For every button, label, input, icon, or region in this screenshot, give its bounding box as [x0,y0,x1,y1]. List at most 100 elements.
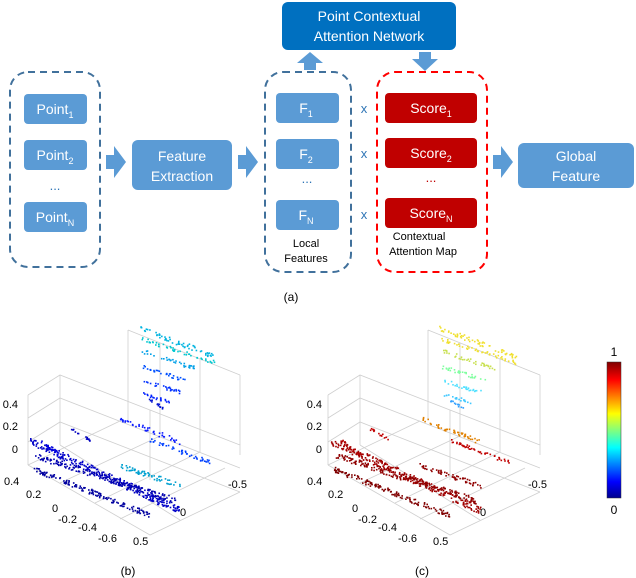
cloud-point [151,475,153,477]
cloud-point [167,505,169,507]
cloud-point [409,477,412,480]
cloud-point [418,479,421,482]
cloud-point [346,476,349,479]
cloud-point [130,484,133,487]
cloud-point [460,335,463,337]
cloud-point [47,449,49,451]
cloud-point [471,376,473,378]
cloud-point [205,359,207,362]
cloud-point [208,459,210,462]
cloud-point [477,512,480,514]
global-feature-line2: Feature [552,168,600,184]
cloud-point [119,477,121,480]
score-2: Score2 [385,138,477,168]
cloud-point [173,361,175,363]
cloud-point [132,505,135,508]
cloud-point [175,390,178,392]
attention-map-group [376,71,488,273]
cloud-point [483,342,486,344]
cloud-point [103,473,106,476]
cloud-point [375,463,378,465]
cloud-point [381,488,384,491]
cloud-point [423,483,425,485]
cloud-point [338,470,340,473]
cloud-point [138,471,140,474]
cloud-point [394,473,396,475]
cloud-point [99,476,102,479]
cloud-point [69,458,71,461]
cloud-point [151,492,153,494]
cloud-point [77,432,80,435]
cloud-point [160,357,163,360]
cloud-point [82,490,84,492]
cloud-point [116,501,118,504]
cloud-point [477,510,480,513]
cloud-point [433,485,435,487]
cloud-point [387,489,390,492]
cloud-point [467,345,469,348]
cloud-point [445,367,448,370]
cloud-point [400,474,402,476]
cloud-point [140,326,142,329]
cloud-point [454,478,456,480]
cloud-point [193,367,195,370]
cloud-point [379,466,382,469]
cloud-point [441,487,443,489]
cloud-point [447,383,450,385]
cloud-point [441,513,444,515]
cloud-point [416,481,419,484]
cloud-point [464,339,466,341]
cloud-point [167,483,169,485]
feature-n: FN [276,200,339,230]
cloud-point [437,512,440,514]
cloud-point [395,467,398,470]
cloud-point [353,450,355,453]
cloud-point [162,444,164,447]
cloud-point [452,396,454,398]
cloud-point [392,476,394,478]
cloud-point [332,444,334,446]
cloud-point [337,457,340,459]
cloud-point [161,335,163,338]
cloud-point [172,504,175,507]
cloud-point [396,494,398,496]
cloud-point [467,446,469,449]
cloud-point [85,465,87,468]
cloud-point [413,498,415,501]
cloud-point [72,463,74,465]
cloud-point [399,478,402,481]
cloud-point [99,477,101,480]
cloud-point [457,371,459,374]
plot-c-ztick-3: 0 [316,444,322,456]
cloud-point [156,334,158,337]
cloud-point [156,500,158,502]
cloud-point [343,445,345,448]
cloud-point [468,501,471,503]
cloud-point [447,515,450,518]
cloud-point [150,395,153,398]
cloud-point [175,343,178,346]
cloud-point [152,490,154,493]
cloud-point [450,493,452,495]
cloud-point [171,448,174,450]
cloud-point [126,507,129,509]
cloud-point [367,454,369,456]
plot-panel-b: 0.4 0.2 0 0.4 0.2 0 -0.2 -0.4 -0.6 -0.5 … [3,326,247,578]
cloud-point [342,457,345,459]
cloud-point [194,346,196,349]
cloud-point [114,478,116,480]
cloud-point [395,475,397,477]
cloud-point [446,472,448,474]
cloud-point [78,487,81,489]
cloud-point [156,477,158,480]
cloud-point [45,450,47,453]
cloud-point [138,494,141,496]
cloud-point [138,511,140,513]
cloud-point [500,357,502,359]
cloud-point [372,460,374,462]
cloud-point [332,445,335,447]
cloud-point [64,458,67,460]
cloud-point [36,442,39,444]
cloud-point [56,451,59,454]
